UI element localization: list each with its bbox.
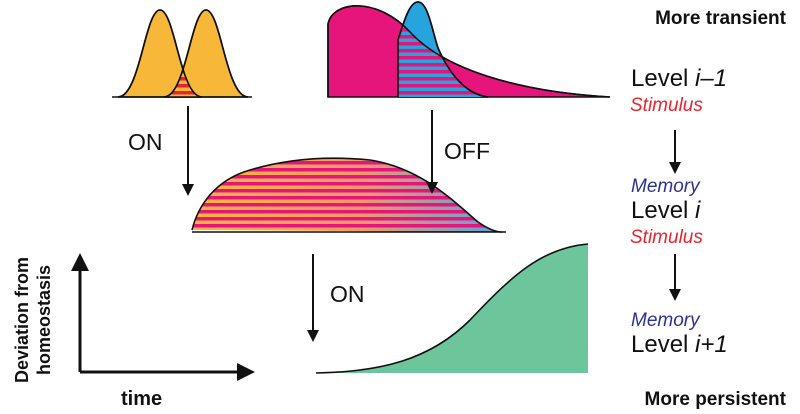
memory-label-2: Memory: [631, 310, 701, 331]
striped-wide-curve: [191, 157, 506, 233]
level-i: Level i: [631, 197, 701, 224]
more-persistent-label: More persistent: [645, 389, 787, 410]
level-next: Level i+1: [631, 331, 728, 358]
level-prev: Level i–1: [631, 65, 727, 92]
magenta-curve: [327, 5, 611, 98]
green-persistent-curve: [315, 243, 589, 374]
magenta-blue-transient: [327, 1, 611, 98]
x-axis-label: time: [121, 388, 162, 410]
orange-gaussian-pair: [112, 9, 252, 98]
on-label-bottom: ON: [330, 281, 365, 307]
off-label: OFF: [444, 138, 490, 164]
stimulus-label-1: Stimulus: [630, 95, 703, 116]
memory-label-1: Memory: [631, 176, 701, 197]
more-transient-label: More transient: [655, 8, 787, 29]
stimulus-label-2: Stimulus: [630, 227, 703, 248]
on-label-top: ON: [128, 129, 163, 155]
y-axis-label-line1: Deviation from: [12, 257, 32, 383]
wide-curve-stripes: [192, 158, 502, 232]
y-axis-label-line2: homeostasis: [34, 265, 54, 375]
